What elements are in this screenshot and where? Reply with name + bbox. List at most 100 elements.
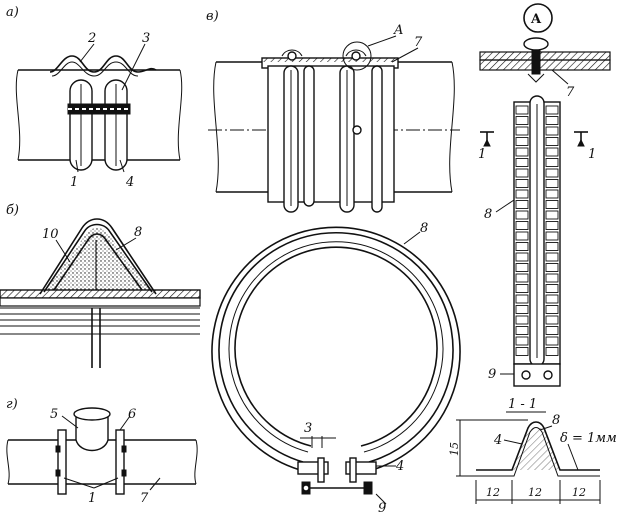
panel-v-rivets	[281, 41, 372, 71]
panel-b-base-strip	[0, 289, 201, 307]
strip-cell	[515, 137, 529, 146]
strip-cell	[545, 242, 559, 251]
callout-g-1: 1	[88, 491, 96, 506]
strip-cell	[545, 210, 559, 220]
panel-b-ridge	[39, 218, 157, 295]
strip-cell	[545, 284, 559, 293]
strip-cell	[515, 221, 529, 230]
strip-cell	[545, 273, 559, 283]
ring-lugs	[297, 457, 377, 495]
ring-callout-4: 4	[395, 459, 404, 474]
strip-cell	[545, 179, 559, 188]
panel-v-label: в)	[206, 9, 219, 24]
strip-cell	[515, 189, 529, 199]
panel-g: г) 5 6 1 7	[6, 397, 198, 506]
section-profile	[476, 421, 600, 477]
strip-cell	[515, 252, 529, 262]
strip-cell	[545, 116, 559, 125]
strip-cell	[515, 315, 529, 325]
strip-body	[513, 95, 561, 367]
section-mark-right: 1	[588, 147, 596, 162]
panel-g-callouts: 5 6 1 7	[50, 407, 161, 506]
panel-a-pipe	[15, 69, 183, 161]
callout-a-3: 3	[142, 31, 150, 46]
strip-segments	[515, 105, 559, 356]
strip-cell	[515, 305, 529, 314]
callout-a-1: 1	[70, 175, 78, 190]
panel-g-label: г)	[6, 397, 18, 412]
strip-callouts: 8 9	[484, 199, 515, 382]
strip-cell	[545, 252, 559, 262]
strip-cell	[515, 126, 529, 136]
section-callout-4: 4	[493, 433, 502, 448]
detail-a-plate	[479, 37, 611, 83]
strip-cell	[515, 347, 529, 356]
panel-b-callouts: 10 8	[42, 225, 142, 263]
section-width-2: 12	[528, 486, 542, 499]
ring-callout-8: 8	[420, 221, 428, 236]
panel-g-tee-branch	[73, 407, 111, 452]
strip-cell	[515, 273, 529, 283]
strip-callout-9: 9	[488, 367, 496, 382]
strip-cell	[515, 242, 529, 251]
panel-a-compensator	[49, 55, 157, 77]
callout-g-7: 7	[140, 491, 149, 506]
strip-view: 1 1 8 9	[478, 95, 596, 387]
strip-cell	[545, 200, 559, 209]
section-callouts: 4 8 δ = 1мм	[493, 413, 617, 471]
section-dimensions: 15 12 12 12	[448, 419, 601, 504]
panel-a-label: а)	[6, 5, 19, 20]
strip-cell	[545, 137, 559, 146]
strip-cell	[545, 105, 559, 115]
section-width-1: 12	[486, 486, 500, 499]
callout-v-7: 7	[414, 35, 423, 50]
section-callout-8: 8	[552, 413, 560, 428]
strip-cell	[515, 168, 529, 178]
strip-cell	[545, 263, 559, 272]
section-height-dim: 15	[448, 442, 461, 456]
detail-a: A 7	[479, 3, 611, 100]
callout-g-5: 5	[50, 407, 58, 422]
detail-a-callout-7: 7	[566, 85, 575, 100]
panel-v-tubes	[283, 65, 383, 213]
section-width-3: 12	[572, 486, 586, 499]
strip-cell	[545, 189, 559, 199]
strip-cell	[545, 305, 559, 314]
section-mark-left: 1	[478, 147, 486, 162]
strip-cell	[515, 179, 529, 188]
ring-callout-9: 9	[378, 501, 386, 514]
strip-cell	[515, 210, 529, 220]
panel-a-inner-tubes	[67, 79, 131, 171]
panel-v: в)	[206, 9, 460, 213]
callout-a-2: 2	[87, 31, 96, 46]
strip-cell	[515, 284, 529, 293]
callout-g-6: 6	[128, 407, 136, 422]
callout-b-8: 8	[134, 225, 142, 240]
panel-b-label: б)	[6, 203, 19, 218]
callout-a-4: 4	[125, 175, 134, 190]
section-markers: 1 1	[478, 131, 596, 162]
section-1-1: 1 - 1 15 12 12 12 4 8 δ = 1мм	[448, 397, 617, 504]
strip-cell	[545, 326, 559, 335]
strip-cell	[515, 294, 529, 304]
strip-cell	[545, 231, 559, 241]
panel-b-pipe-lines	[0, 307, 200, 368]
callout-v-A: A	[393, 23, 403, 38]
strip-cell	[515, 336, 529, 346]
strip-end-plate	[513, 363, 561, 387]
ring-callouts: 8 3 4 9	[300, 221, 428, 514]
panel-v-callouts: A 7	[367, 23, 423, 63]
strip-cell	[515, 231, 529, 241]
strip-cell	[545, 336, 559, 346]
strip-cell	[515, 116, 529, 125]
strip-cell	[515, 326, 529, 335]
section-thickness: δ = 1мм	[560, 431, 617, 446]
strip-cell	[545, 315, 559, 325]
strip-cell	[545, 126, 559, 136]
panel-a: а) 2 3 1	[6, 5, 183, 190]
panel-b: б) 10 8	[0, 203, 201, 368]
strip-cell	[515, 147, 529, 157]
detail-a-label: A	[530, 12, 542, 27]
strip-cell	[515, 105, 529, 115]
